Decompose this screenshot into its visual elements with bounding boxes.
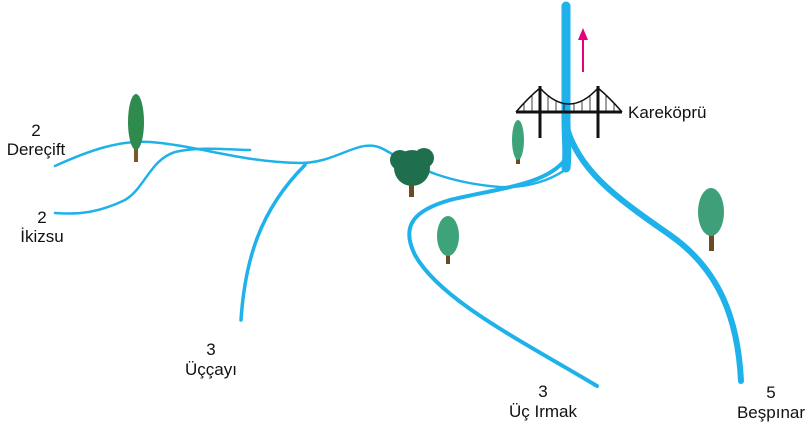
river-network bbox=[53, 1, 744, 388]
derecift-value: 2 bbox=[31, 121, 40, 140]
tree-icon bbox=[512, 120, 524, 164]
tree-icon bbox=[390, 148, 434, 197]
river-derecift bbox=[53, 140, 567, 189]
ikizsu-value: 2 bbox=[37, 208, 46, 227]
tree-icon bbox=[698, 188, 724, 251]
river-ucirmak bbox=[407, 158, 599, 388]
uccayi-name: Üççayı bbox=[185, 360, 237, 379]
bridge-icon bbox=[515, 86, 623, 138]
river-ikizsu bbox=[53, 147, 252, 215]
derecift-name: Dereçift bbox=[7, 140, 66, 159]
river-uccayi bbox=[239, 163, 307, 322]
uccayi-value: 3 bbox=[206, 340, 215, 359]
tree-icon bbox=[128, 94, 144, 162]
tree-icon bbox=[437, 216, 459, 264]
ucirmak-value: 3 bbox=[538, 382, 547, 401]
bridge-label: Kareköprü bbox=[628, 103, 706, 122]
river-bespinar bbox=[562, 117, 744, 384]
ikizsu-name: İkizsu bbox=[20, 227, 63, 246]
bespinar-value: 5 bbox=[766, 383, 775, 402]
ucirmak-name: Üç Irmak bbox=[509, 402, 578, 421]
bespinar-name: Beşpınar bbox=[737, 403, 805, 422]
river-main-channel bbox=[561, 1, 572, 173]
flow-arrow-icon bbox=[578, 28, 588, 72]
